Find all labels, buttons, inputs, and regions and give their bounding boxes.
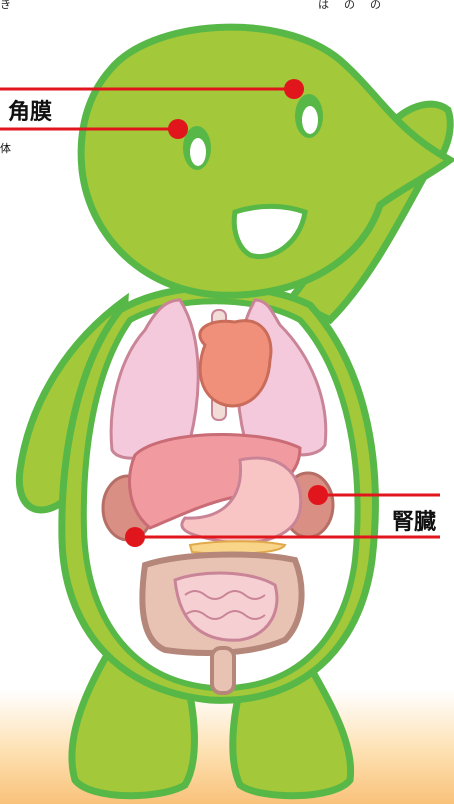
red-pointer-marker bbox=[308, 485, 328, 505]
red-pointer-marker bbox=[284, 79, 304, 99]
top-left-fragment: き bbox=[0, 0, 13, 12]
heart bbox=[200, 321, 271, 406]
label-cornea: 角膜 bbox=[8, 94, 52, 126]
top-right-fragment: は の の bbox=[318, 0, 383, 12]
red-pointer-marker bbox=[168, 119, 188, 139]
red-pointer-marker bbox=[125, 527, 145, 547]
label-kidney: 腎臓 bbox=[392, 504, 436, 536]
label-cornea-sub: 体 bbox=[0, 140, 11, 156]
